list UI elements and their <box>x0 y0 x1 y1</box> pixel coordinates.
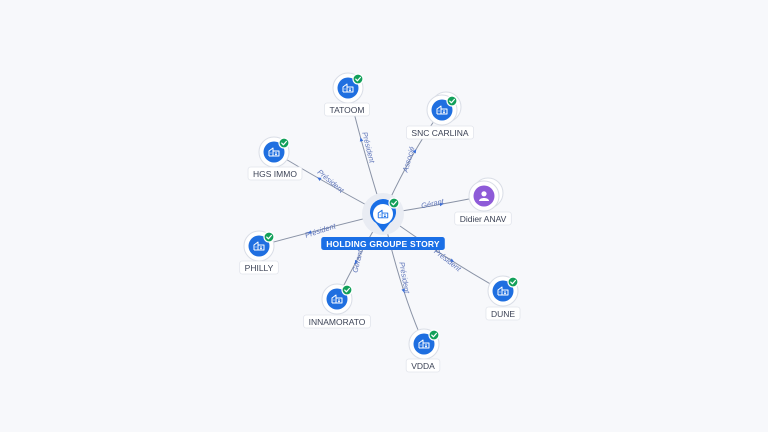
edge-arrow-hgs-immo <box>317 177 322 181</box>
node-label-dune-text: DUNE <box>491 309 515 319</box>
edge-label-didier-anav: Gérant <box>420 197 445 211</box>
node-label-vdda-text: VDDA <box>411 361 435 371</box>
edge-arrow-philly <box>307 230 312 234</box>
node-label-vdda[interactable]: VDDA <box>405 358 441 373</box>
node-vdda[interactable] <box>408 328 440 360</box>
verified-check-icon <box>352 73 364 85</box>
edge-arrow-tatoom <box>359 137 364 142</box>
node-label-snc-carlina-text: SNC CARLINA <box>411 128 468 138</box>
edge-label-dune: Président <box>432 247 463 274</box>
edge-label-snc-carlina: Associé <box>400 145 416 174</box>
building-icon <box>377 209 389 219</box>
node-dune[interactable] <box>487 275 519 307</box>
node-didier-anav[interactable] <box>468 177 504 212</box>
node-label-tatoom-text: TATOOM <box>330 105 365 115</box>
edge-arrow-snc-carlina <box>412 149 417 154</box>
center-node-label-text: HOLDING GROUPE STORY <box>326 239 440 249</box>
node-hgs-immo[interactable] <box>258 136 290 168</box>
verified-check-icon <box>341 284 353 296</box>
verified-check-icon <box>507 276 519 288</box>
edge-arrow-dune <box>449 258 455 263</box>
node-snc-carlina[interactable] <box>426 91 462 126</box>
nodes-layer: TATOOM SNC CARLINA HGS IMMO Didier ANAV PHIL… <box>239 72 521 373</box>
verified-check-icon <box>446 95 458 107</box>
node-label-philly[interactable]: PHILLY <box>239 260 279 275</box>
node-label-innamorato[interactable]: INNAMORATO <box>303 314 371 329</box>
node-philly[interactable] <box>243 230 275 262</box>
center-node-label[interactable]: HOLDING GROUPE STORY <box>321 237 445 250</box>
edge-arrow-vdda <box>401 288 405 293</box>
edge-arrow-didier-anav <box>439 202 444 207</box>
edge-label-innamorato: Gérant <box>350 248 365 273</box>
edge-label-tatoom: Président <box>360 131 377 165</box>
node-label-philly-text: PHILLY <box>245 263 274 273</box>
verified-check-icon <box>263 231 275 243</box>
node-label-didier-anav[interactable]: Didier ANAV <box>454 211 512 226</box>
verified-check-icon <box>388 197 400 209</box>
node-label-dune[interactable]: DUNE <box>485 306 521 321</box>
verified-check-icon <box>278 137 290 149</box>
node-innamorato[interactable] <box>321 283 353 315</box>
edge-arrow-innamorato <box>354 259 359 265</box>
node-label-snc-carlina[interactable]: SNC CARLINA <box>406 125 474 140</box>
verified-check-icon <box>428 329 440 341</box>
center-node[interactable]: HOLDING GROUPE STORY <box>321 193 445 250</box>
node-label-innamorato-text: INNAMORATO <box>309 317 366 327</box>
node-tatoom[interactable] <box>332 72 364 104</box>
edge-label-hgs-immo: Président <box>316 167 347 195</box>
node-label-hgs-immo-text: HGS IMMO <box>253 169 297 179</box>
node-label-tatoom[interactable]: TATOOM <box>324 102 370 117</box>
node-label-didier-anav-text: Didier ANAV <box>460 214 507 224</box>
node-label-hgs-immo[interactable]: HGS IMMO <box>247 166 303 181</box>
